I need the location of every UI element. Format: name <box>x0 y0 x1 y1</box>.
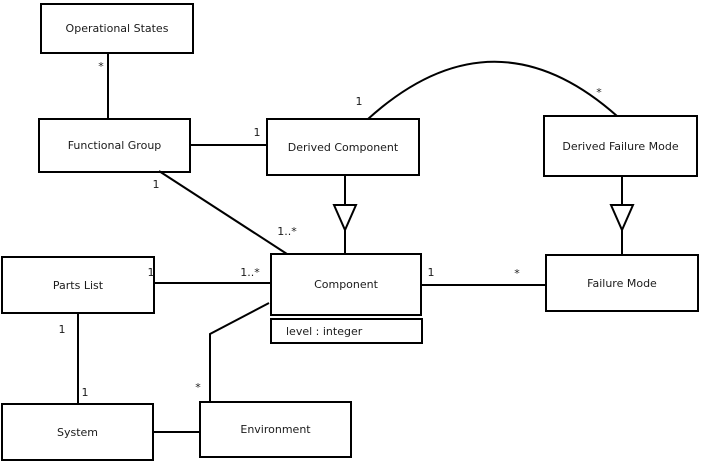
class-name-label: System <box>56 425 99 439</box>
class-component[interactable]: Component <box>270 253 422 316</box>
class-failure-mode[interactable]: Failure Mode <box>545 254 699 312</box>
class-system[interactable]: System <box>1 403 154 461</box>
multiplicity-label: * <box>596 86 602 99</box>
class-name-label: Environment <box>240 423 311 436</box>
class-name-label: Parts List <box>52 278 104 292</box>
class-name-label: Derived Failure Mode <box>562 139 679 153</box>
class-functional-group[interactable]: Functional Group <box>38 118 191 173</box>
class-name-label: Failure Mode <box>587 276 657 290</box>
class-name-label: Component <box>314 278 378 291</box>
class-parts-list[interactable]: Parts List <box>1 256 155 314</box>
edge-environment-component <box>209 302 270 401</box>
multiplicity-label: 1 <box>59 323 66 336</box>
class-name-label: Derived Component <box>287 140 399 154</box>
multiplicity-label: 1 <box>356 95 363 108</box>
multiplicity-label: 1 <box>254 126 261 139</box>
multiplicity-label: 1 <box>153 178 160 191</box>
multiplicity-label: * <box>514 267 520 280</box>
multiplicity-label: 1 <box>428 266 435 279</box>
inheritance-arrowhead-icon <box>332 204 358 233</box>
edge-derived-component-derived-failure-mode <box>367 60 618 120</box>
attribute-label: level : integer <box>286 324 363 338</box>
class-component-attribute-compartment[interactable]: level : integer <box>270 318 423 344</box>
class-derived-component[interactable]: Derived Component <box>266 118 420 176</box>
multiplicity-label: * <box>98 60 104 73</box>
edge-functional-group-component <box>158 170 288 255</box>
class-operational-states[interactable]: Operational States <box>40 3 194 54</box>
inheritance-arrowhead-icon <box>609 204 635 233</box>
multiplicity-label: * <box>195 381 201 394</box>
multiplicity-label: 1..* <box>277 225 297 238</box>
multiplicity-label: 1..* <box>240 266 260 279</box>
class-derived-failure-mode[interactable]: Derived Failure Mode <box>543 115 698 177</box>
class-name-label: Operational States <box>65 22 169 35</box>
class-environment[interactable]: Environment <box>199 401 352 458</box>
multiplicity-label: 1 <box>82 386 89 399</box>
class-name-label: Functional Group <box>67 139 162 152</box>
